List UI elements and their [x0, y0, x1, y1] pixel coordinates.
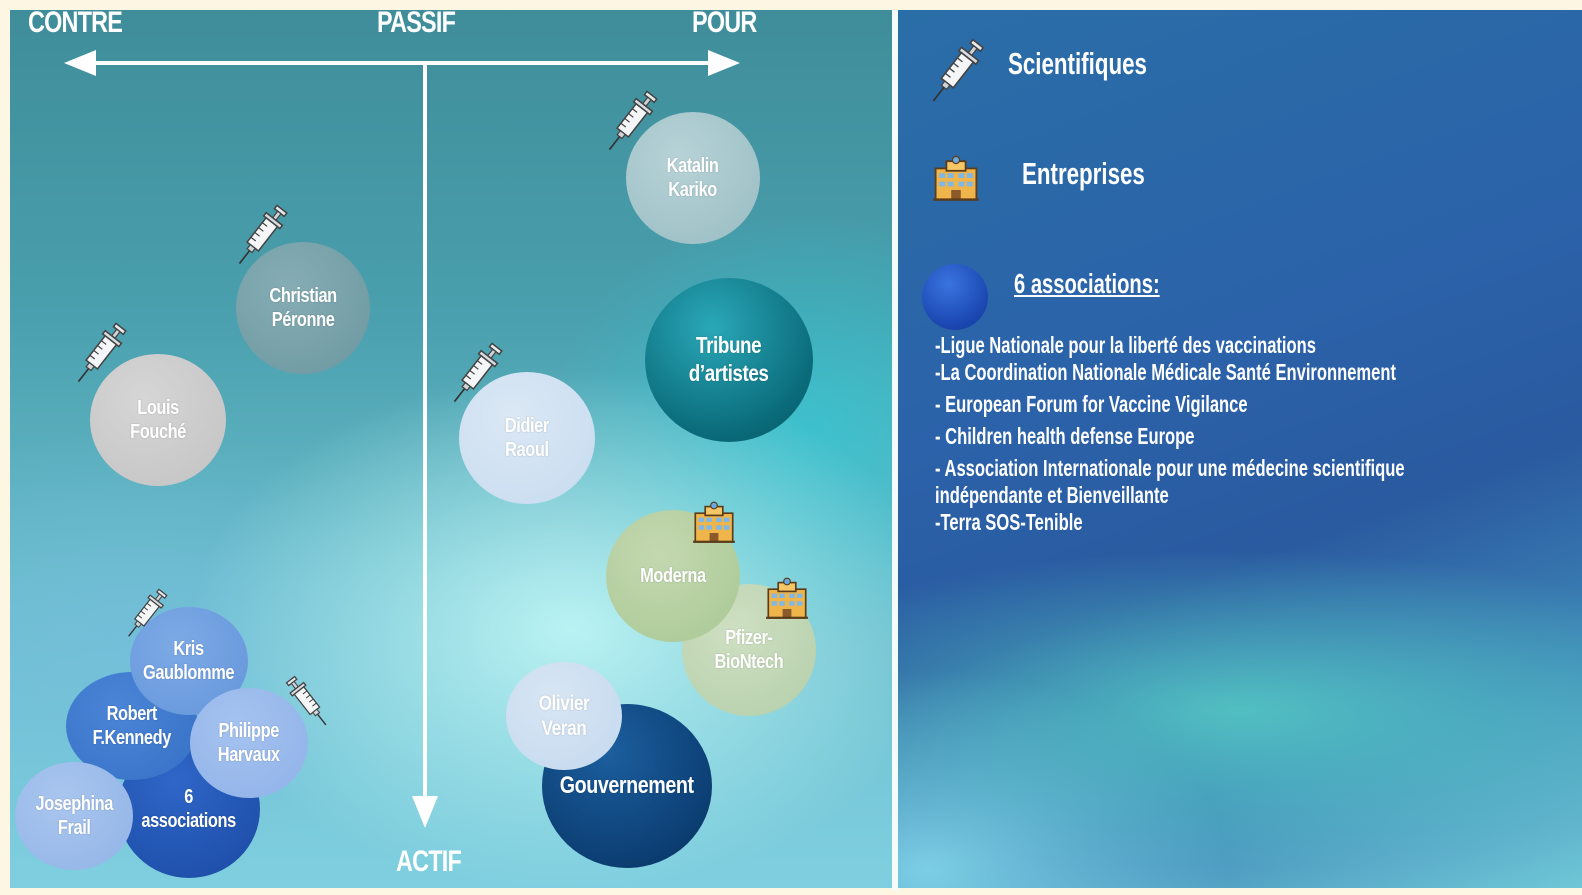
association-item: - European Forum for Vaccine Vigilance: [935, 391, 1248, 417]
bubble-christian-peronne: Christian Péronne: [236, 242, 370, 374]
left-arrowhead: [64, 50, 96, 76]
building-icon: [692, 500, 736, 544]
legend-entreprises: Entreprises: [1022, 156, 1145, 191]
legend-scientifiques: Scientifiques: [1008, 46, 1147, 81]
axes: [64, 50, 740, 828]
association-item: indépendante et Bienveillante: [935, 482, 1169, 508]
association-item: - Association Internationale pour une mé…: [935, 455, 1405, 481]
bubble-olivier-veran: Olivier Veran: [506, 662, 622, 770]
associations-list: -Ligue Nationale pour la liberté des vac…: [935, 332, 1425, 536]
bubble-didier-raoul: Didier Raoul: [459, 372, 595, 504]
bubble-josephina-frail: Josephina Frail: [15, 762, 133, 870]
building-icon: [932, 154, 980, 202]
syringe-icon: [440, 338, 512, 410]
association-item: -La Coordination Nationale Médicale Sant…: [935, 359, 1396, 385]
association-item: - Children health defense Europe: [935, 423, 1195, 449]
axis-label-contre: CONTRE: [28, 6, 123, 39]
axis-label-passif: PASSIF: [377, 6, 456, 39]
bubble-philippe-harvaux: Philippe Harvaux: [190, 688, 308, 798]
axis-label-actif: ACTIF: [396, 845, 462, 878]
syringe-icon: [278, 672, 338, 732]
syringe-icon: [117, 585, 175, 643]
syringe-icon: [918, 34, 994, 110]
association-item: -Ligue Nationale pour la liberté des vac…: [935, 332, 1316, 358]
axis-label-pour: POUR: [692, 6, 757, 39]
syringe-icon: [595, 86, 667, 158]
legend-associations-title: 6 associations:: [1014, 268, 1160, 299]
syringe-icon: [64, 318, 136, 390]
bubble-tribune-artistes: Tribune d’artistes: [645, 278, 813, 442]
panel-divider: [892, 10, 898, 890]
association-item: -Terra SOS-Tenible: [935, 509, 1083, 535]
right-arrowhead: [708, 50, 740, 76]
bubble-louis-fouche: Louis Fouché: [90, 354, 226, 486]
bubble-katalin-kariko: Katalin Kariko: [626, 112, 760, 244]
legend-association-circle: [922, 264, 988, 330]
legend-panel: [898, 10, 1582, 888]
syringe-icon: [225, 200, 297, 272]
building-icon: [765, 576, 809, 620]
down-arrowhead: [412, 796, 438, 828]
